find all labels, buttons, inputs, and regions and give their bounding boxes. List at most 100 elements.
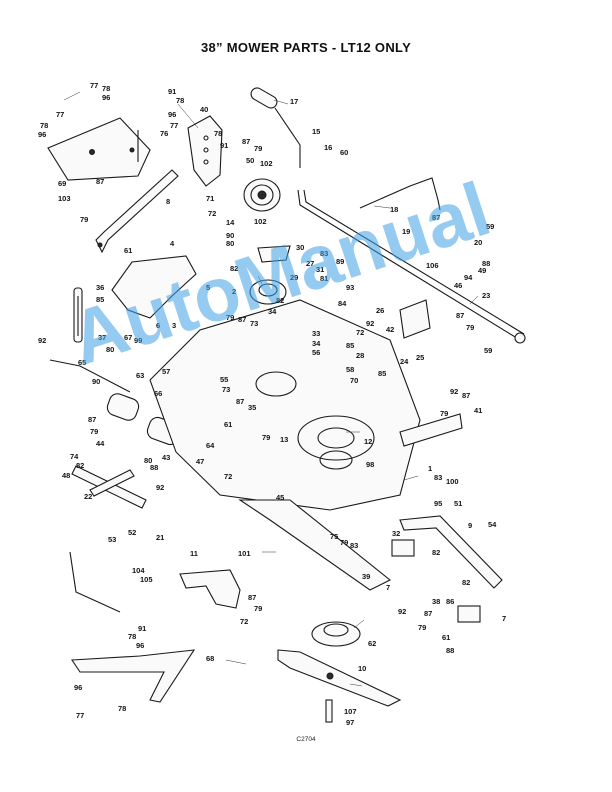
callout-label: 106 [426, 261, 439, 270]
callout-label: 68 [206, 654, 214, 663]
callout-label: 76 [160, 129, 168, 138]
callout-label: 14 [226, 218, 235, 227]
arm-8 [95, 169, 179, 254]
callout-label: 94 [464, 273, 473, 282]
callout-label: 77 [170, 121, 178, 130]
callout-label: 92 [398, 607, 406, 616]
callout-label: 90 [92, 377, 100, 386]
callout-label: 35 [248, 403, 256, 412]
callout-label: 87 [462, 391, 470, 400]
callout-label: 87 [248, 593, 256, 602]
link-bar-22 [71, 465, 147, 509]
callout-label: 46 [454, 281, 462, 290]
callout-label: 96 [38, 130, 46, 139]
bracket-11 [179, 569, 241, 609]
callout-label: 70 [350, 376, 358, 385]
callout-label: 21 [156, 533, 164, 542]
callout-label: 47 [196, 457, 204, 466]
callout-label: 87 [238, 315, 246, 324]
bracket-42 [399, 299, 431, 339]
callout-label: 96 [102, 93, 110, 102]
callout-label: 79 [80, 215, 88, 224]
callout-label: 60 [340, 148, 348, 157]
callout-label: 77 [56, 110, 64, 119]
blade-bolt-97 [325, 699, 333, 723]
callout-label: 24 [400, 357, 409, 366]
callout-label: 103 [58, 194, 71, 203]
callout-label: 61 [224, 420, 232, 429]
callout-label: 82 [276, 296, 284, 305]
callout-label: 72 [208, 209, 216, 218]
callout-label: 5 [206, 283, 210, 292]
callout-label: 58 [346, 365, 354, 374]
callout-label: 79 [254, 604, 262, 613]
callout-label: 91 [220, 141, 228, 150]
callout-label: 88 [482, 259, 490, 268]
spindle-62 [311, 621, 361, 647]
callout-label: 59 [486, 222, 494, 231]
callout-label: 77 [90, 81, 98, 90]
callout-label: 41 [474, 406, 482, 415]
callout-label: 79 [262, 433, 270, 442]
callout-label: 72 [224, 472, 232, 481]
callout-label: 87 [456, 311, 464, 320]
callout-label: 25 [416, 353, 424, 362]
callout-label: 101 [238, 549, 251, 558]
callout-label: 43 [162, 453, 170, 462]
callout-label: 69 [58, 179, 66, 188]
callout-label: 15 [312, 127, 320, 136]
callout-label: 57 [162, 367, 170, 376]
callout-label: 27 [306, 259, 314, 268]
callout-label: 82 [76, 461, 84, 470]
callout-label: 79 [90, 427, 98, 436]
callout-label: 71 [206, 194, 214, 203]
callout-label: 77 [76, 711, 84, 720]
callout-label: 33 [312, 329, 320, 338]
callout-label: 89 [336, 257, 344, 266]
callout-label: 80 [144, 456, 152, 465]
callout-label: 56 [312, 348, 320, 357]
callout-label: 100 [446, 477, 459, 486]
lift-shaft-23 [297, 189, 526, 344]
callout-label: 99 [134, 336, 142, 345]
callout-label: 88 [150, 463, 158, 472]
callout-label: 36 [96, 283, 104, 292]
callout-label: 67 [124, 333, 132, 342]
callout-label: 87 [88, 415, 96, 424]
lift-link-9 [391, 515, 503, 623]
callout-label: 23 [482, 291, 490, 300]
callout-label: 92 [38, 336, 46, 345]
callout-label: 80 [226, 239, 234, 248]
callout-label: 13 [280, 435, 288, 444]
pulley-29 [249, 245, 291, 305]
bracket-40 [187, 115, 223, 187]
callout-label: 87 [432, 213, 440, 222]
callout-label: 2 [232, 287, 236, 296]
callout-label: 3 [172, 321, 176, 330]
callout-label: 30 [296, 243, 304, 252]
callout-label: 17 [290, 97, 298, 106]
callout-label: 79 [418, 623, 426, 632]
callout-label: 63 [136, 371, 144, 380]
callout-label: 37 [98, 333, 106, 342]
callout-label: 74 [70, 452, 79, 461]
callout-label: 82 [462, 578, 470, 587]
callout-label: 61 [124, 246, 132, 255]
blade-10 [277, 649, 402, 707]
callout-label: 79 [440, 409, 448, 418]
callout-label: 53 [108, 535, 116, 544]
callout-label: 52 [128, 528, 136, 537]
callout-label: 16 [324, 143, 332, 152]
callout-label: 64 [206, 441, 215, 450]
callout-label: 87 [242, 137, 250, 146]
callout-label: 55 [220, 375, 228, 384]
callout-label: 62 [368, 639, 376, 648]
callout-label: 107 [344, 707, 357, 716]
callout-label: 31 [316, 265, 324, 274]
callout-label: 86 [446, 597, 454, 606]
callout-label: 88 [446, 646, 454, 655]
callout-label: 84 [338, 299, 347, 308]
callout-label: 85 [96, 295, 104, 304]
callout-label: 66 [154, 389, 162, 398]
callout-label: 45 [276, 493, 284, 502]
